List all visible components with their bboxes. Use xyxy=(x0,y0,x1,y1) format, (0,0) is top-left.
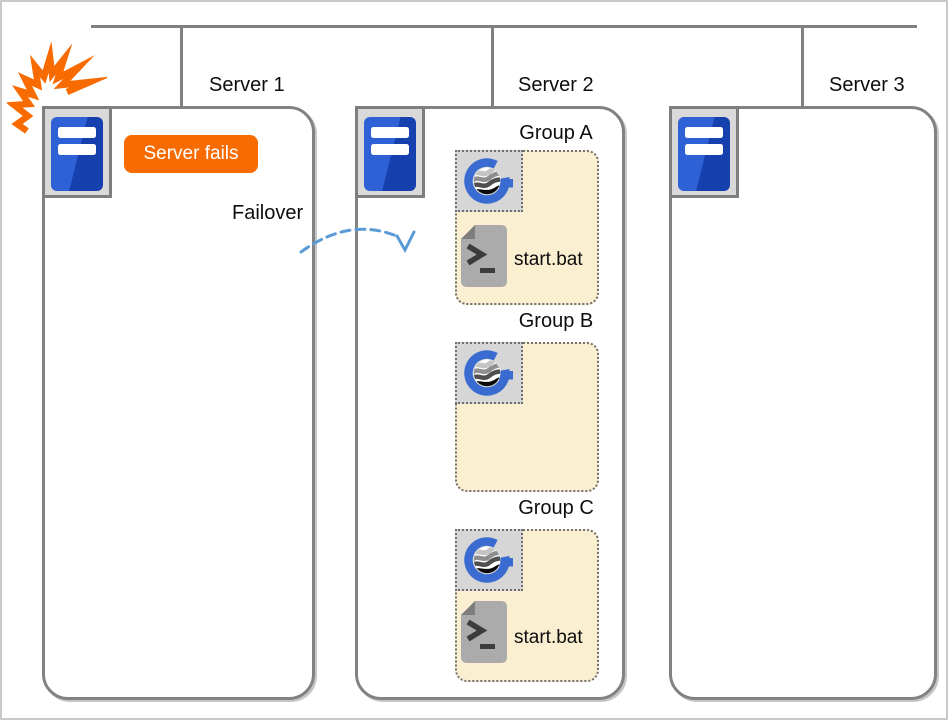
group-c-script-label: start.bat xyxy=(514,627,583,648)
server1-drop-line xyxy=(180,25,183,108)
app-logo-icon xyxy=(464,537,513,583)
server3-drop-line xyxy=(801,25,804,108)
tower-slot xyxy=(371,144,409,155)
group-b-label: Group B xyxy=(518,310,594,332)
group-c-app-icon xyxy=(455,529,523,591)
server2-title: Server 2 xyxy=(518,74,594,96)
group-c-script-icon xyxy=(461,601,507,663)
group-a-app-icon xyxy=(455,150,523,212)
server3-tower-icon xyxy=(669,106,739,198)
tower-slot xyxy=(685,144,723,155)
server-tower-shape xyxy=(51,117,103,191)
group-b-app-icon xyxy=(455,342,523,404)
server1-box xyxy=(42,106,315,700)
server1-title: Server 1 xyxy=(209,74,285,96)
group-a-script-label: start.bat xyxy=(514,249,583,270)
tower-slot xyxy=(58,144,96,155)
group-b-box xyxy=(455,342,599,492)
server-tower-shape xyxy=(364,117,416,191)
group-a-label: Group A xyxy=(519,122,593,144)
tower-slot xyxy=(371,127,409,138)
tower-slot xyxy=(58,127,96,138)
app-logo-icon xyxy=(464,158,513,204)
app-logo-icon xyxy=(464,350,513,396)
tower-slot xyxy=(685,127,723,138)
server3-title: Server 3 xyxy=(829,74,905,96)
server2-drop-line xyxy=(491,25,494,108)
group-a-script-icon xyxy=(461,225,507,287)
failover-dashed-arrow xyxy=(299,227,416,254)
group-c-label: Group C xyxy=(518,497,594,519)
network-bus-line xyxy=(91,25,917,28)
server1-tower-icon xyxy=(42,106,112,198)
server-fails-badge: Server fails xyxy=(124,135,258,173)
server3-box xyxy=(669,106,937,700)
server-tower-shape xyxy=(678,117,730,191)
server2-tower-icon xyxy=(355,106,425,198)
failover-label: Failover xyxy=(232,202,304,224)
explosion-burst-icon xyxy=(7,42,107,134)
